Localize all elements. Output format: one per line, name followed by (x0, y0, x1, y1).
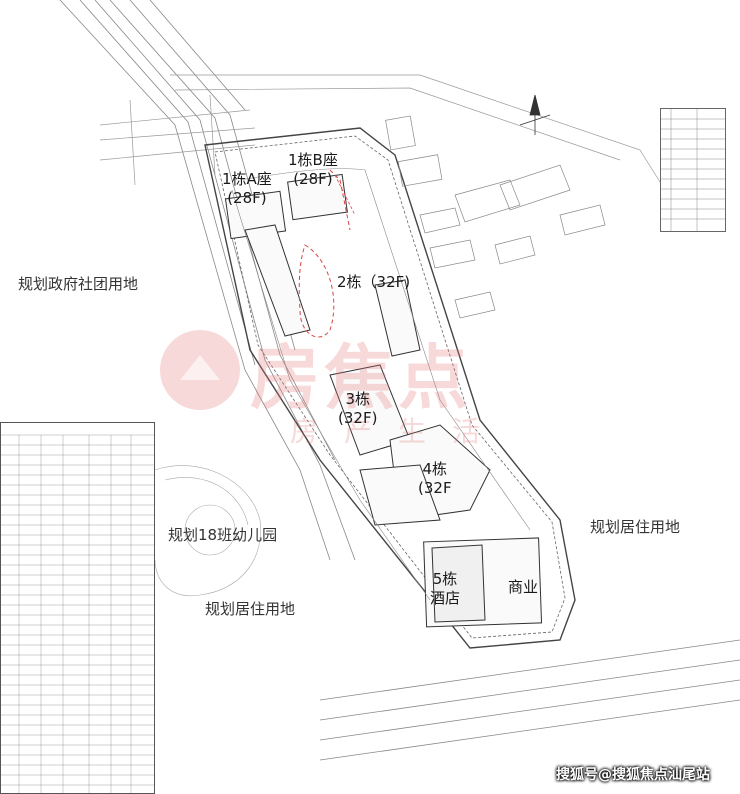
zone-kindergarten-label: 规划18班幼儿园 (168, 526, 278, 544)
technical-index-table (0, 422, 155, 794)
zone-residential-right-label: 规划居住用地 (590, 518, 681, 536)
watermark-logo-icon (160, 330, 240, 410)
zone-government-label: 规划政府社团用地 (18, 275, 139, 293)
building-2-label: 2栋（32F) (337, 273, 411, 291)
building-footprints (224, 173, 543, 628)
site-inner-boundary (214, 135, 566, 639)
north-arrow-icon (519, 94, 551, 135)
building-3-name: 3栋 (345, 390, 370, 408)
building-3-floors: (32F) (338, 409, 378, 427)
kindergarten-area (154, 465, 261, 597)
building-1b-label: 1栋B座 (28F) (288, 151, 338, 189)
site-boundary (204, 127, 576, 649)
south-road (319, 639, 740, 761)
building-1a-floors: (28F) (227, 189, 267, 207)
building-4-label: 4栋 (32F (418, 460, 452, 498)
building-1b-name: 1栋B座 (288, 151, 338, 169)
right-plots (385, 115, 606, 319)
building-3-label: 3栋 (32F) (338, 390, 377, 428)
commerce-label: 商业 (508, 578, 539, 596)
plaza-outline (298, 169, 351, 338)
building-4-name: 4栋 (422, 460, 448, 478)
building-5-sub: 酒店 (430, 589, 461, 607)
setback-marker (334, 174, 356, 216)
building-1a-name: 1栋A座 (222, 170, 272, 188)
building-5-label: 5栋 酒店 (430, 570, 460, 608)
building-4-floors: (32F (418, 479, 452, 497)
watermark-subtext: 房产生活 (290, 415, 507, 448)
source-credit: 搜狐号@搜狐焦点汕尾站 (556, 767, 710, 783)
zone-residential-left-label: 规划居住用地 (205, 600, 296, 618)
intersection (99, 94, 256, 186)
table-grid (1, 434, 154, 793)
building-5-name: 5栋 (432, 570, 458, 588)
legend-table (660, 108, 726, 232)
internal-road (231, 168, 531, 601)
watermark-text: 房焦点 (250, 337, 472, 419)
building-1a-label: 1栋A座 (28F) (222, 170, 272, 208)
legend-rows (661, 109, 725, 231)
building-1b-floors: (28F) (293, 170, 333, 188)
